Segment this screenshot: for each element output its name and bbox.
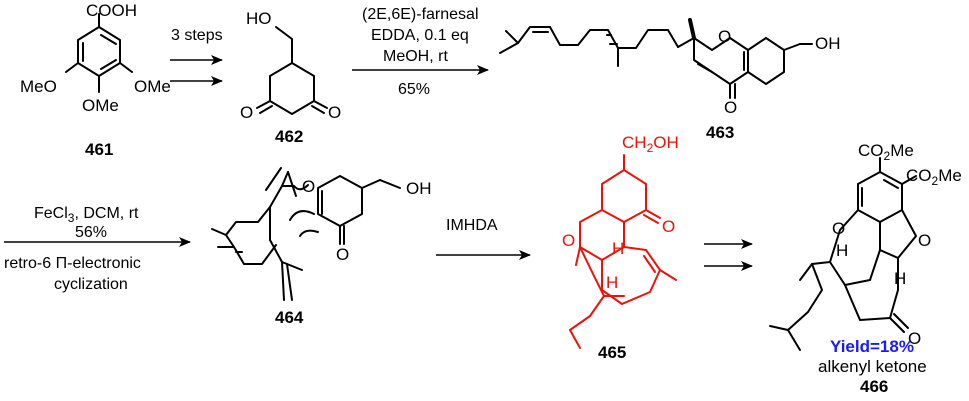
step2-line1: (2E,6E)-farnesal <box>362 6 479 23</box>
compound-461: COOH MeO OMe OMe 461 <box>20 1 171 159</box>
step3-line2: 56% <box>75 224 107 241</box>
step3-line4: cyclization <box>54 276 128 293</box>
ketone-o-label: O <box>908 329 921 348</box>
compound-number-461: 461 <box>85 140 113 159</box>
compound-466: CO2Me CO2Me O O O H H Yield=18% alkenyl … <box>769 141 962 396</box>
step4-label: IMHDA <box>446 217 498 234</box>
compound-number-464: 464 <box>275 308 304 327</box>
compound-463: O OH O 463 <box>499 18 841 142</box>
h2-label: H <box>894 269 906 288</box>
h-bottom-label: H <box>606 273 618 292</box>
co2me-top-label: CO2Me <box>858 141 914 163</box>
cooh-label: COOH <box>86 1 137 20</box>
step2-line4: 65% <box>398 81 430 98</box>
compound-number-463: 463 <box>706 123 734 142</box>
ketone-o-left: O <box>240 103 253 122</box>
step1-label: 3 steps <box>171 27 223 44</box>
pyran-o-label: O <box>562 231 575 250</box>
h-top-label: H <box>612 239 624 258</box>
arrow-farnesal: (2E,6E)-farnesal EDDA, 0.1 eq MeOH, rt 6… <box>352 6 489 98</box>
h1-label: H <box>836 241 848 260</box>
arrow-to-466 <box>704 239 753 271</box>
oh-label: OH <box>815 34 841 53</box>
caption-label: alkenyl ketone <box>818 357 927 376</box>
ketone-o-label: O <box>662 217 675 236</box>
meo-left-label: MeO <box>20 77 57 96</box>
arrow-fecl3: FeCl3, DCM, rt 56% retro-6 Π-electronic … <box>4 205 191 293</box>
step2-line2: EDDA, 0.1 eq <box>371 27 469 44</box>
ring-o1-label: O <box>832 219 845 238</box>
oh-label: OH <box>406 179 432 198</box>
compound-number-462: 462 <box>275 127 303 146</box>
co2me-right-label: CO2Me <box>906 166 962 188</box>
compound-465: CH2OH O O H H 465 <box>562 133 679 362</box>
ring-o2-label: O <box>918 231 931 250</box>
step3-line3: retro-6 Π-electronic <box>4 255 141 272</box>
pyran-o-label: O <box>718 27 731 46</box>
compound-number-465: 465 <box>598 343 626 362</box>
ch2oh-label: CH2OH <box>622 133 679 155</box>
compound-462: HO O O 462 <box>240 9 341 146</box>
arrow-imhda: IMHDA <box>436 217 531 260</box>
compound-number-466: 466 <box>860 377 888 396</box>
ketone-o-label: O <box>336 245 349 264</box>
ome-right-label: OMe <box>134 77 171 96</box>
ome-bottom-label: OMe <box>82 96 119 115</box>
arrow-3-steps: 3 steps <box>170 27 223 86</box>
ho-label: HO <box>246 9 272 28</box>
enone-o-label: O <box>302 177 315 196</box>
step2-line3: MeOH, rt <box>383 48 448 65</box>
ketone-o-right: O <box>328 103 341 122</box>
compound-464: O OH O 464 <box>211 167 432 327</box>
step3-line1: FeCl3, DCM, rt <box>34 205 139 225</box>
ketone-o-label: O <box>724 98 737 117</box>
yield-label: Yield=18% <box>830 337 914 356</box>
